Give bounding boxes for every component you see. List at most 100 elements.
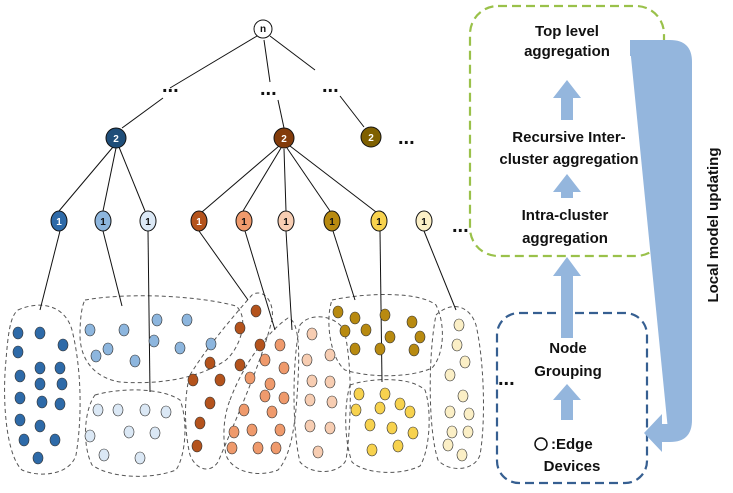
edge-device-dot-pale-blue: [112, 403, 124, 417]
edge-device-dot-orange: [259, 389, 271, 403]
ellipsis-mark: ...: [162, 75, 179, 97]
flow-arrows: [553, 80, 581, 420]
level2-node-olive: 2: [360, 126, 382, 148]
edge-device-dot-brown: [250, 304, 262, 318]
edge-device-dot-dark-blue: [56, 377, 68, 391]
edge-device-dot-olive: [374, 342, 386, 356]
level1-node-cream: 1: [415, 210, 433, 232]
edge-device-dot-light-blue: [90, 349, 102, 363]
edge-device-dot-orange: [244, 371, 256, 385]
edge-device-dot-dark-blue: [14, 391, 26, 405]
edge-device-dot-pale-blue: [139, 403, 151, 417]
edge-device-dot-pale-blue: [123, 425, 135, 439]
inter-cluster-label-line1: Recursive Inter-: [512, 129, 625, 146]
level2-node-dark-blue: 2: [105, 127, 127, 149]
node-grouping-label-line1: Node: [549, 340, 587, 357]
level1-node-orange: 1: [235, 210, 253, 232]
edge-device-dot-brown: [254, 338, 266, 352]
edge-device-dot-yellow: [404, 405, 416, 419]
edge-device-dot-orange: [270, 441, 282, 455]
edge-device-dot-dark-blue: [34, 377, 46, 391]
inter-cluster-label-line2: cluster aggregation: [499, 151, 638, 168]
edge-device-dot-brown: [191, 439, 203, 453]
edge-device-dot-orange: [246, 423, 258, 437]
edge-device-dot-orange: [278, 361, 290, 375]
edge-device-dot-cream: [459, 355, 471, 369]
level1-node-label: 1: [376, 217, 382, 228]
edge-device-dot-olive: [406, 315, 418, 329]
edge-device-dot-light-blue: [181, 313, 193, 327]
edge-device-dot-light-blue: [151, 313, 163, 327]
edge-device-dot-olive: [379, 308, 391, 322]
level1-node-peach: 1: [277, 210, 295, 232]
edge-device-dot-olive: [332, 305, 344, 319]
edge-device-dot-pale-blue: [98, 448, 110, 462]
level1-node-label: 1: [100, 217, 106, 228]
edge-device-dot-peach: [326, 395, 338, 409]
edge-device-dot-orange: [266, 405, 278, 419]
edge-device-dot-cream: [446, 425, 458, 439]
edge-device-dot-brown: [194, 416, 206, 430]
local-update-arrow-body: [630, 40, 692, 452]
level1-node-label: 1: [421, 217, 427, 228]
edge-device-dot-olive: [408, 343, 420, 357]
level2-node-label: 2: [281, 134, 287, 145]
edge-device-dot-olive: [349, 311, 361, 325]
edge-device-dot-dark-blue: [54, 397, 66, 411]
edge-device-dot-orange: [278, 391, 290, 405]
edge-device-dot-cream: [451, 338, 463, 352]
level1-node-label: 1: [196, 217, 202, 228]
edge-device-dot-orange: [274, 423, 286, 437]
edge-device-dot-pale-blue: [84, 429, 96, 443]
edge-device-dot-dark-blue: [57, 338, 69, 352]
edge-device-dot-cream: [442, 438, 454, 452]
edge-device-dot-yellow: [392, 439, 404, 453]
edge-device-dot-peach: [304, 419, 316, 433]
edge-devices-label-line2: Devices: [544, 458, 601, 475]
edge-device-dot-peach: [301, 353, 313, 367]
edge-device-dot-dark-blue: [49, 433, 61, 447]
edge-device-dot-dark-blue: [34, 326, 46, 340]
edge-device-dot-dark-blue: [36, 395, 48, 409]
level1-node-label: 1: [283, 217, 289, 228]
edge-device-dot-pale-blue: [149, 426, 161, 440]
local-update-arrow: [630, 47, 684, 438]
cluster-region-dark-blue: [4, 304, 81, 475]
level1-node-dark-blue: 1: [50, 210, 68, 232]
edge-device-dot-pale-blue: [134, 451, 146, 465]
cluster-region-yellow: [345, 379, 430, 473]
edge-device-dot-light-blue: [84, 323, 96, 337]
level1-node-pale-blue: 1: [139, 210, 157, 232]
edge-device-dots: [12, 304, 475, 465]
edge-device-dot-peach: [324, 421, 336, 435]
edge-device-dot-yellow: [366, 443, 378, 457]
cluster-region-cream: [429, 306, 484, 469]
cluster-region-olive: [328, 294, 443, 377]
node-grouping-label-line2: Grouping: [534, 363, 602, 380]
edge-device-dot-yellow: [350, 403, 362, 417]
level1-node-olive: 1: [323, 210, 341, 232]
edge-device-dot-dark-blue: [14, 413, 26, 427]
cluster-region-peach: [293, 316, 351, 472]
edge-device-dot-orange: [238, 403, 250, 417]
edge-device-dot-olive: [360, 323, 372, 337]
tree-edges: [39, 35, 457, 393]
edge-device-dot-dark-blue: [18, 433, 30, 447]
edge-device-dot-olive: [384, 330, 396, 344]
edge-device-dot-cream: [444, 405, 456, 419]
edge-device-dot-cream: [463, 407, 475, 421]
edge-device-dot-dark-blue: [32, 451, 44, 465]
edge-device-dot-yellow: [353, 387, 365, 401]
ellipsis-mark: ...: [398, 127, 415, 149]
edge-device-dot-dark-blue: [34, 361, 46, 375]
arrow-up-icon: [553, 257, 581, 338]
level1-node-yellow: 1: [370, 210, 388, 232]
edge-device-dot-cream: [462, 425, 474, 439]
edge-device-dot-orange: [274, 338, 286, 352]
tree-nodes: n 2 2 2 1 1 1 1: [50, 19, 433, 232]
edge-device-dot-light-blue: [205, 337, 217, 351]
edge-device-dot-brown: [187, 373, 199, 387]
edge-device-dot-light-blue: [174, 341, 186, 355]
edge-device-dot-light-blue: [118, 323, 130, 337]
